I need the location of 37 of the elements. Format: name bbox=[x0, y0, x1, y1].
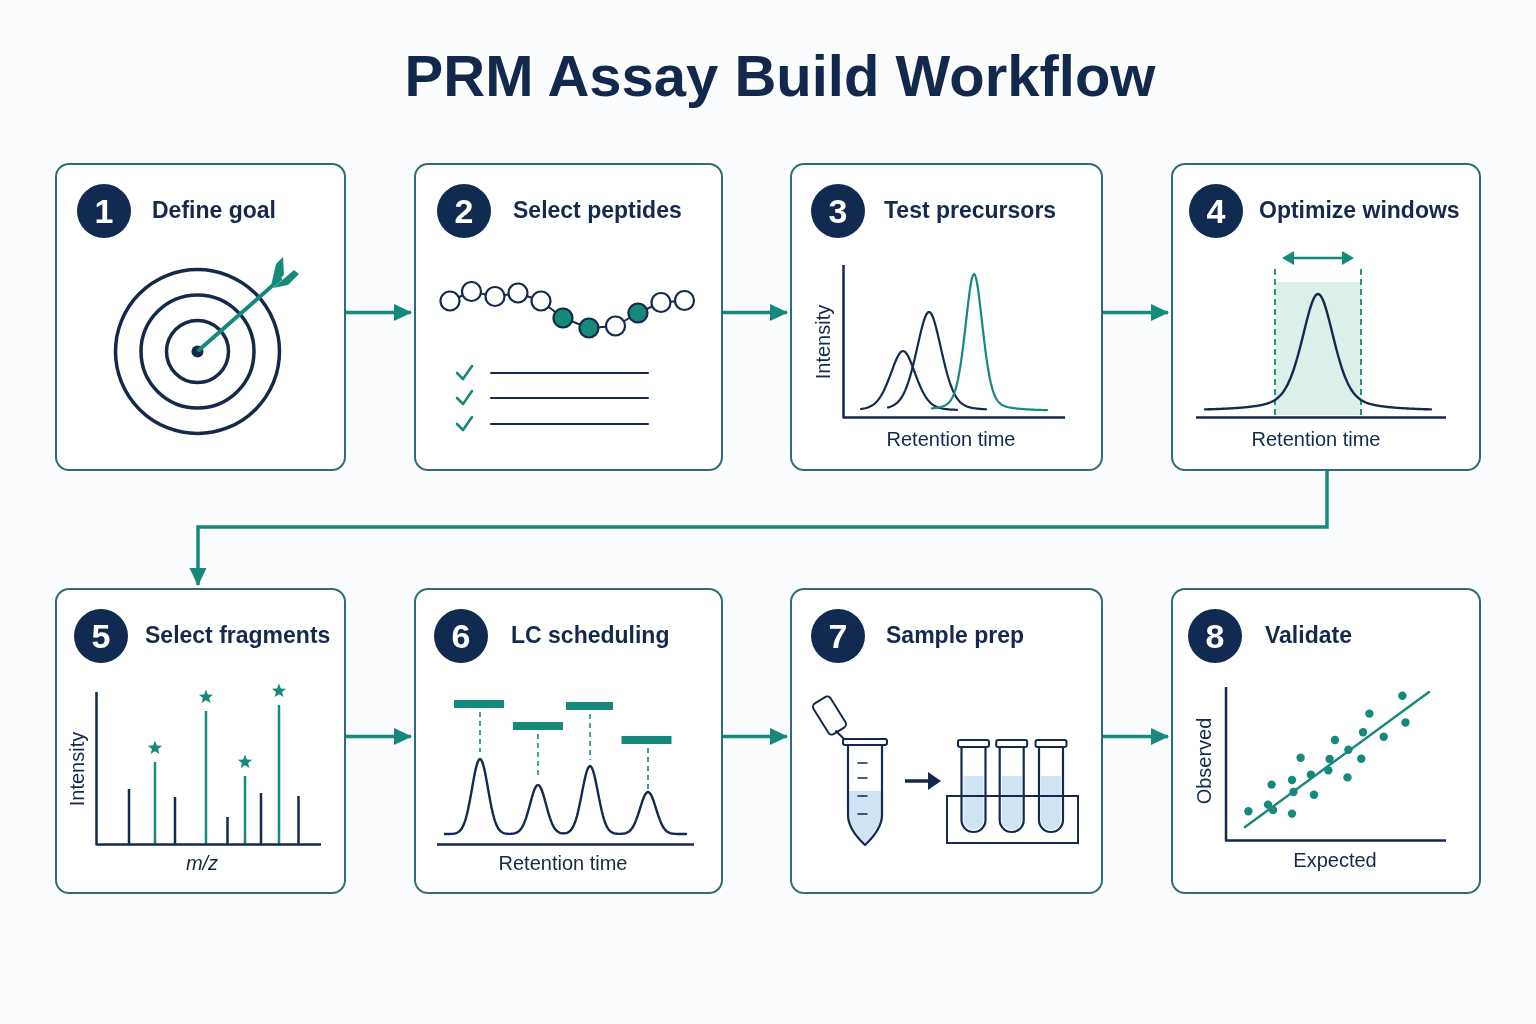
step-title: Optimize windows bbox=[1259, 197, 1460, 225]
flow-arrow bbox=[723, 303, 788, 321]
flow-arrow bbox=[723, 727, 788, 745]
step-title: Select peptides bbox=[513, 197, 682, 225]
step-card bbox=[55, 163, 346, 471]
step-title: LC scheduling bbox=[511, 622, 670, 650]
step-card bbox=[790, 588, 1103, 894]
step-card bbox=[1171, 163, 1481, 471]
axis-label: Intensity bbox=[811, 304, 835, 380]
step-number-badge: 2 bbox=[437, 184, 491, 238]
axis-label: Intensity bbox=[65, 731, 89, 807]
flow-arrow bbox=[346, 727, 412, 745]
step-title: Define goal bbox=[152, 197, 276, 225]
step-card bbox=[414, 163, 723, 471]
step-number-badge: 7 bbox=[811, 609, 865, 663]
step-number-badge: 5 bbox=[74, 609, 128, 663]
axis-label: Retention time bbox=[498, 851, 628, 875]
step-number-badge: 4 bbox=[1189, 184, 1243, 238]
step-number-badge: 6 bbox=[434, 609, 488, 663]
step-title: Validate bbox=[1265, 622, 1352, 650]
flow-arrow bbox=[1103, 727, 1169, 745]
step-number-badge: 3 bbox=[811, 184, 865, 238]
flow-arrow bbox=[346, 303, 412, 321]
axis-label: Observed bbox=[1192, 717, 1216, 805]
axis-label: Retention time bbox=[886, 427, 1016, 451]
flow-arrow bbox=[1103, 303, 1169, 321]
step-number-badge: 1 bbox=[77, 184, 131, 238]
diagram-title: PRM Assay Build Workflow bbox=[404, 44, 1156, 108]
step-title: Test precursors bbox=[884, 197, 1057, 225]
step-title: Select fragments bbox=[145, 622, 331, 650]
step-card bbox=[790, 163, 1103, 471]
axis-label: Retention time bbox=[1251, 427, 1381, 451]
step-number-badge: 8 bbox=[1188, 609, 1242, 663]
flow-arrow bbox=[189, 471, 1329, 586]
axis-label: m/z bbox=[185, 851, 219, 875]
axis-label: Expected bbox=[1293, 848, 1377, 872]
step-title: Sample prep bbox=[886, 622, 1025, 650]
